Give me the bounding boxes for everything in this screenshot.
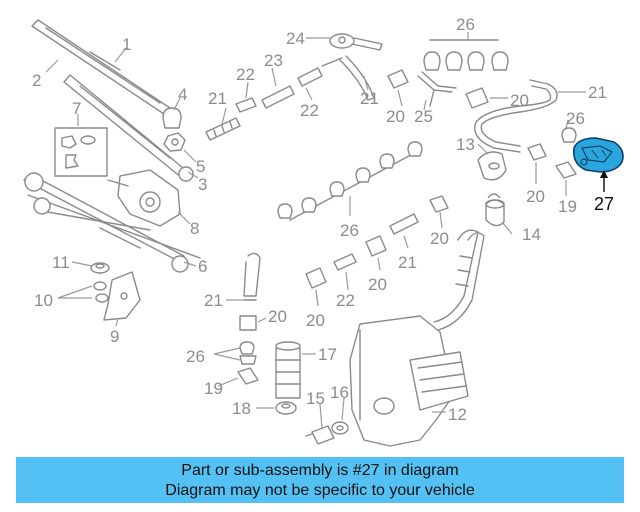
callout-26-b: 26: [566, 109, 585, 128]
callout-4: 4: [178, 85, 187, 104]
leader-lines: [45, 32, 605, 429]
arrow-27: [600, 170, 608, 192]
callout-21-e: 21: [204, 291, 223, 310]
hose-21-vertical: [243, 252, 261, 301]
callout-20-g: 20: [268, 307, 287, 326]
clips-26-middle: [277, 141, 423, 221]
fitting-22-b: [333, 253, 357, 271]
callout-12: 12: [448, 405, 467, 424]
filler-hose: [433, 229, 485, 331]
callout-22-c: 22: [336, 291, 355, 310]
wiper-motor: [107, 169, 181, 227]
pipe-21-a: [205, 117, 241, 141]
pump-17: [275, 341, 301, 399]
callout-5: 5: [196, 157, 205, 176]
wiper-arm: [63, 74, 194, 182]
callout-21-b: 21: [360, 89, 379, 108]
bracket-9: [103, 271, 141, 321]
callout-19-right: 19: [558, 197, 577, 216]
hose-23: [261, 85, 295, 109]
banner-line-2: Diagram may not be specific to your vehi…: [165, 482, 475, 499]
callout-25: 25: [414, 107, 433, 126]
filler-neck-14: [485, 193, 505, 227]
callout-20-d: 20: [430, 229, 449, 248]
hose-21-right: [474, 79, 558, 153]
callout-20-a: 20: [386, 107, 405, 126]
y-connector-25: [417, 71, 457, 107]
hose-21-b: [339, 55, 375, 101]
callout-26-c: 26: [340, 221, 359, 240]
sleeve-20-c: [527, 143, 547, 161]
nozzle-19-right: [555, 161, 577, 179]
clips-26-right: [561, 127, 577, 143]
callout-13: 13: [456, 135, 475, 154]
callout-labels: 1 2 3 4 5 6 7 8 9 10 11 12 13 14 15 16 1…: [32, 15, 614, 424]
callout-8: 8: [190, 219, 199, 238]
callout-20-c: 20: [526, 187, 545, 206]
callout-3: 3: [198, 175, 207, 194]
washer-jet-13: [477, 151, 507, 181]
banner-line-1: Part or sub-assembly is #27 in diagram: [181, 462, 459, 479]
highlighted-part-27: [572, 137, 624, 173]
parts-diagram: 1 2 3 4 5 6 7 8 9 10 11 12 13 14 15 16 1…: [23, 15, 624, 447]
fitting-22-a: [235, 97, 257, 113]
callout-10: 10: [34, 291, 53, 310]
wiper-linkage: [23, 172, 201, 273]
callout-6: 6: [198, 257, 207, 276]
callout-27: 27: [594, 194, 614, 214]
callout-18: 18: [232, 399, 251, 418]
fitting-20-left: [239, 315, 257, 331]
callout-19-left: 19: [204, 379, 223, 398]
nozzle-19-left: [237, 367, 259, 385]
callout-11: 11: [52, 253, 70, 272]
washer-reservoir-12: [349, 315, 469, 447]
grommet-18: [275, 401, 297, 415]
sleeve-20-a: [387, 69, 409, 89]
grommet-11: [90, 262, 110, 274]
callout-16: 16: [330, 383, 349, 402]
callout-21-d: 21: [398, 253, 417, 272]
bushing-10: [93, 281, 109, 303]
callout-20-f: 20: [306, 311, 325, 330]
callout-23: 23: [264, 51, 283, 70]
callout-26-d: 26: [186, 347, 205, 366]
callout-1: 1: [122, 35, 131, 54]
callout-21-c: 21: [588, 83, 607, 102]
sleeve-20-e: [365, 235, 387, 257]
pipe-21-c: [389, 213, 419, 235]
callout-17: 17: [318, 345, 337, 364]
callout-15: 15: [306, 389, 325, 408]
clips-26-top: [423, 39, 509, 71]
clips-26-left: [239, 341, 257, 365]
callout-21-a: 21: [208, 89, 227, 108]
arm-cap: [162, 107, 182, 129]
info-banner: Part or sub-assembly is #27 in diagram D…: [16, 457, 624, 503]
callout-2: 2: [32, 71, 41, 90]
sleeve-20-f: [305, 267, 327, 289]
callout-22-b: 22: [300, 101, 319, 120]
callout-22-a: 22: [236, 65, 255, 84]
connector-22-top: [297, 57, 343, 87]
hardware-kit-box: [54, 127, 108, 177]
callout-7: 7: [72, 99, 81, 118]
sleeve-20-d: [429, 195, 449, 213]
nut: [163, 132, 186, 152]
sleeve-20-b: [465, 87, 489, 109]
callout-14: 14: [522, 225, 541, 244]
callout-20-b: 20: [510, 91, 529, 110]
callout-26-a: 26: [456, 15, 475, 34]
nozzle-24: [329, 33, 383, 51]
callout-24: 24: [286, 29, 305, 48]
pump-15: [305, 425, 335, 445]
callout-9: 9: [110, 327, 119, 346]
callout-20-e: 20: [368, 275, 387, 294]
seal-16: [331, 421, 349, 435]
